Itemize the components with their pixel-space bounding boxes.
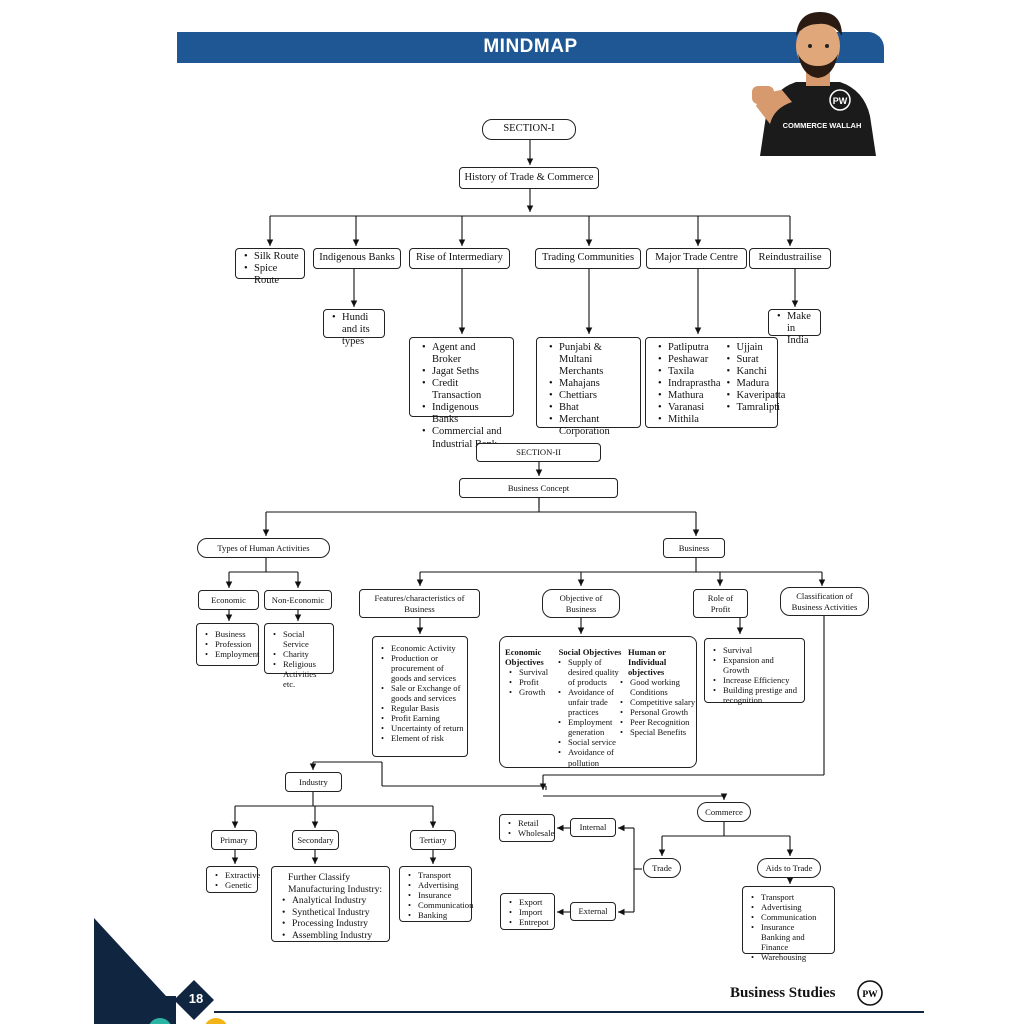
major-trade-centre-box: Major Trade Centre xyxy=(646,248,747,269)
make-in-india-box: Make in India xyxy=(768,309,821,346)
classification-box: Classification of Business Activities xyxy=(780,587,869,616)
commerce-box: Commerce xyxy=(697,802,751,822)
reindustrialise-box: Reindustrailise xyxy=(749,248,831,269)
silk-route-box: Silk RouteSpice Route xyxy=(235,248,305,286)
history-box: History of Trade & Commerce xyxy=(459,167,599,189)
aids-items-box: TransportAdvertisingCommunication Insura… xyxy=(742,886,835,962)
non-economic-box: Non-Economic xyxy=(264,590,332,610)
mascot-logo: PW xyxy=(833,96,848,106)
human-objectives: Human or Individual objectives Good work… xyxy=(620,647,696,737)
economic-objectives: Economic Objectives SurvivalProfitGrowth xyxy=(505,647,563,697)
objective-box: Objective of Business xyxy=(542,589,620,618)
trading-items-box: Punjabi & Multani MerchantsMahajansChett… xyxy=(536,337,641,437)
internal-items-box: RetailWholesale xyxy=(499,814,555,842)
primary-items-box: ExtractiveGenetic xyxy=(206,866,260,893)
internal-box: Internal xyxy=(570,818,616,837)
features-items-box: Economic ActivityProduction or procureme… xyxy=(372,636,468,757)
page-title: MINDMAP xyxy=(483,36,578,57)
features-box: Features/characteristics of Business xyxy=(359,589,480,618)
external-items-box: ExportImportEntrepot xyxy=(500,893,555,930)
economic-box: Economic xyxy=(198,590,259,610)
external-box: External xyxy=(570,902,616,921)
social-objectives: Social Objectives Supply of desired qual… xyxy=(556,647,624,768)
rise-items-box: Agent and BrokerJagat SethsCredit Transa… xyxy=(409,337,514,450)
objectives-box: Economic Objectives SurvivalProfitGrowth… xyxy=(499,636,697,768)
major-items-box: PatliputraPeshawarTaxila IndraprasthaMat… xyxy=(645,337,785,428)
business-box: Business xyxy=(663,538,725,558)
non-economic-items-box: Social ServiceCharityReligious Activitie… xyxy=(264,623,334,689)
mascot-illustration: PW COMMERCE WALLAH xyxy=(752,12,876,156)
economic-items-box: BusinessProfessionEmployment xyxy=(196,623,259,666)
primary-box: Primary xyxy=(211,830,257,850)
business-concept-box: Business Concept xyxy=(459,478,618,498)
mascot-badge-text: COMMERCE WALLAH xyxy=(783,121,862,130)
aids-to-trade-box: Aids to Trade xyxy=(757,858,821,878)
page-number: 18 xyxy=(188,991,204,1006)
footer-subject: Business Studies xyxy=(730,985,836,1001)
trading-communities-box: Trading Communities xyxy=(535,248,641,269)
section2-label: SECTION-II xyxy=(476,443,601,462)
secondary-box: Secondary xyxy=(292,830,339,850)
role-of-profit-box: Role of Profit xyxy=(693,589,748,618)
trade-box: Trade xyxy=(643,858,681,878)
types-human-activities-box: Types of Human Activities xyxy=(197,538,330,558)
industry-box: Industry xyxy=(285,772,342,792)
secondary-items-box: Further Classify Manufacturing Industry:… xyxy=(271,866,390,942)
indigenous-banks-box: Indigenous Banks xyxy=(313,248,401,269)
hundi-box: Hundi and its types xyxy=(323,309,385,347)
header-banner: MINDMAP xyxy=(177,32,884,63)
tertiary-box: Tertiary xyxy=(410,830,456,850)
tertiary-items-box: TransportAdvertisingInsurance Communicat… xyxy=(399,866,473,922)
footer-logo: PW xyxy=(862,990,878,1000)
section1-label: SECTION-I xyxy=(482,119,576,140)
rise-intermediary-box: Rise of Intermediary xyxy=(409,248,510,269)
silk-list: Silk RouteSpice Route xyxy=(240,251,300,287)
role-items-box: SurvivalExpansion and Growth Increase Ef… xyxy=(704,638,805,705)
